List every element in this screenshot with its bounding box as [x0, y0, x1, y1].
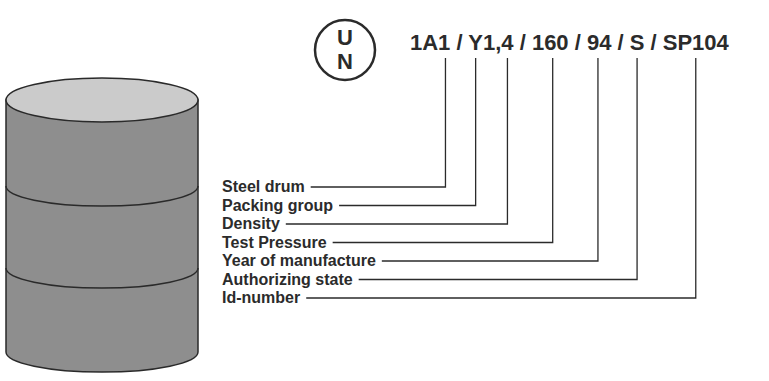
part-label: Packing group [222, 197, 333, 215]
part-label: Density [222, 215, 280, 233]
part-label: Id-number [222, 289, 300, 307]
part-label: Year of manufacture [222, 252, 376, 270]
mark-letters: U N [334, 26, 356, 74]
circle-shape [315, 20, 375, 80]
part-label: Steel drum [222, 178, 305, 196]
drum-body [6, 100, 198, 372]
drum-band [6, 268, 198, 288]
part-label: Authorizing state [222, 271, 353, 289]
part-label: Test Pressure [222, 234, 327, 252]
drum-top [6, 78, 198, 122]
mark-circle: U N [313, 18, 377, 82]
leader-line [333, 58, 553, 243]
drum-band [6, 186, 198, 206]
marking-code: 1A1 / Y1,4 / 160 / 94 / S / SP104 [410, 30, 729, 56]
leader-line [359, 58, 637, 280]
leader-line [339, 58, 476, 206]
leader-line [382, 58, 598, 261]
